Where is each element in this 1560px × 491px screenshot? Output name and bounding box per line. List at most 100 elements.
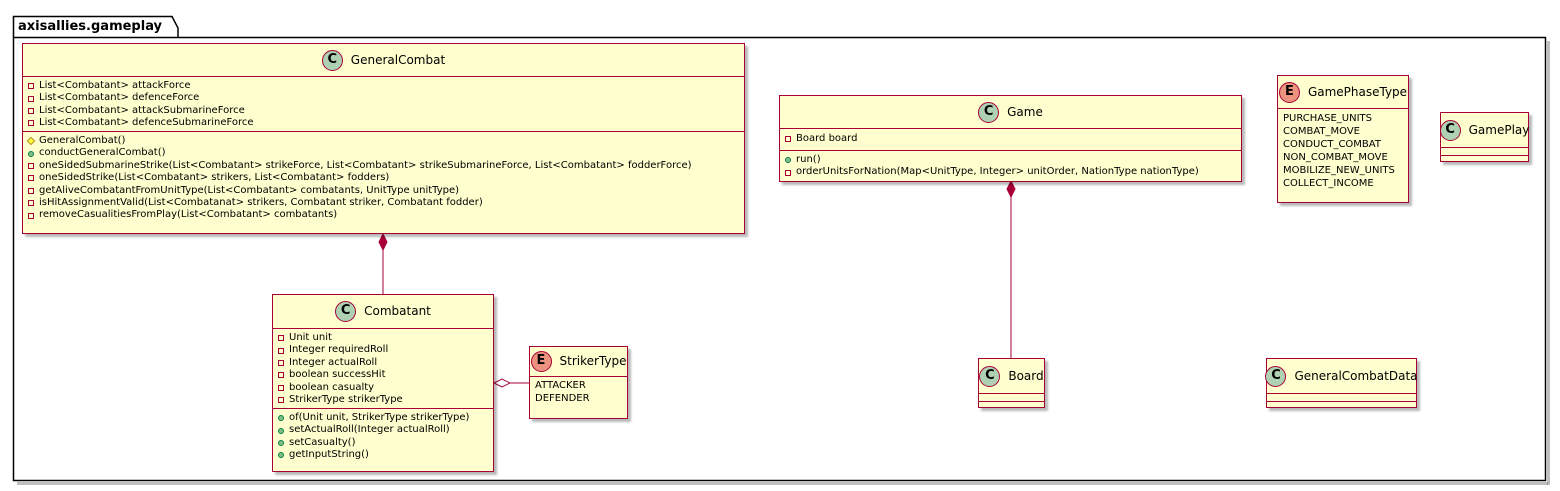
private-marker-icon bbox=[28, 175, 34, 182]
class-name: StrikerType bbox=[559, 354, 627, 369]
class-name: GamePhaseType bbox=[1307, 84, 1408, 99]
public-marker-icon bbox=[278, 415, 284, 422]
field: Integer actualRoll bbox=[278, 357, 488, 369]
fields-section bbox=[1267, 393, 1416, 401]
class-header: C Combatant bbox=[273, 295, 493, 328]
public-marker-icon bbox=[28, 150, 34, 157]
method: GeneralCombat() bbox=[26, 135, 739, 147]
private-marker-icon bbox=[28, 200, 34, 207]
fields-section: List<Combatant> attackForce List<Combata… bbox=[23, 76, 744, 131]
field: Unit unit bbox=[278, 332, 488, 344]
class-header: C GamePlay bbox=[1439, 113, 1530, 147]
enum-constant: ATTACKER bbox=[535, 380, 586, 391]
method: conductGeneralCombat() bbox=[28, 147, 739, 159]
enum-constant: MOBILIZE_NEW_UNITS bbox=[1283, 165, 1395, 176]
composition-diamond-icon bbox=[378, 232, 388, 252]
class-header: C Board bbox=[979, 359, 1044, 393]
package-label: axisallies.gameplay bbox=[18, 19, 163, 34]
private-marker-icon bbox=[785, 169, 791, 176]
method: removeCasualitiesFromPlay(List<Combatant… bbox=[28, 209, 739, 221]
public-marker-icon bbox=[278, 427, 284, 434]
class-gameplay[interactable]: C GamePlay bbox=[1439, 112, 1530, 162]
class-header: E GamePhaseType bbox=[1278, 76, 1408, 108]
class-name: Combatant bbox=[364, 304, 431, 319]
methods-section bbox=[979, 401, 1044, 402]
class-generalcombat[interactable]: C GeneralCombat List<Combatant> attackFo… bbox=[22, 43, 745, 234]
class-badge-icon: C bbox=[335, 301, 357, 322]
class-badge-icon: C bbox=[1265, 365, 1287, 387]
enum-constant: PURCHASE_UNITS bbox=[1283, 113, 1373, 124]
class-badge-icon: C bbox=[321, 49, 343, 71]
methods-section: run() orderUnitsForNation(Map<UnitType, … bbox=[780, 150, 1241, 182]
fields-section bbox=[1441, 147, 1528, 155]
enum-gamephasetype[interactable]: E GamePhaseType PURCHASE_UNITS COMBAT_MO… bbox=[1277, 75, 1409, 203]
private-marker-icon bbox=[278, 347, 284, 354]
methods-section bbox=[1441, 155, 1528, 156]
enum-strikertype[interactable]: E StrikerType ATTACKER DEFENDER bbox=[529, 346, 628, 419]
field: List<Combatant> attackSubmarineForce bbox=[28, 105, 739, 117]
private-marker-icon bbox=[28, 83, 34, 90]
class-header: C GeneralCombat bbox=[23, 44, 744, 76]
private-marker-icon bbox=[28, 107, 34, 114]
public-marker-icon bbox=[278, 452, 284, 459]
field: Integer requiredRoll bbox=[278, 344, 488, 356]
enum-constant: DEFENDER bbox=[535, 393, 590, 404]
relation-combatant-strikertype bbox=[492, 378, 529, 388]
method: oneSidedStrike(List<Combatant> strikers,… bbox=[28, 172, 739, 184]
private-marker-icon bbox=[278, 397, 284, 404]
class-name: GeneralCombat bbox=[350, 52, 446, 67]
private-marker-icon bbox=[28, 212, 34, 219]
field: boolean successHit bbox=[278, 369, 488, 381]
methods-section: of(Unit unit, StrikerType strikerType) s… bbox=[273, 408, 493, 465]
class-name: GamePlay bbox=[1468, 122, 1530, 137]
private-marker-icon bbox=[278, 384, 284, 391]
relation-generalcombat-combatant bbox=[378, 232, 388, 294]
private-marker-icon bbox=[785, 136, 791, 143]
method: of(Unit unit, StrikerType strikerType) bbox=[278, 412, 488, 424]
private-marker-icon bbox=[278, 335, 284, 342]
class-generalcombatdata[interactable]: C GeneralCombatData bbox=[1265, 358, 1418, 408]
method: oneSidedSubmarineStrike(List<Combatant> … bbox=[28, 160, 739, 172]
method: run() bbox=[785, 154, 1236, 166]
aggregation-diamond-icon bbox=[492, 378, 512, 388]
field: StrikerType strikerType bbox=[278, 394, 488, 406]
enum-constant: NON_COMBAT_MOVE bbox=[1283, 152, 1388, 163]
class-header: C Game bbox=[780, 96, 1241, 128]
private-marker-icon bbox=[278, 359, 284, 366]
class-header: E StrikerType bbox=[530, 347, 627, 376]
method: getInputString() bbox=[278, 449, 488, 461]
fields-section: Board board bbox=[780, 128, 1241, 150]
field: List<Combatant> attackForce bbox=[28, 80, 739, 92]
method: getAliveCombatantFromUnitType(List<Comba… bbox=[28, 185, 739, 197]
enum-constant: COLLECT_INCOME bbox=[1283, 178, 1374, 189]
class-badge-icon: C bbox=[1439, 119, 1461, 141]
relation-game-board bbox=[1006, 179, 1016, 358]
class-badge-icon: C bbox=[979, 365, 1001, 387]
class-combatant[interactable]: C Combatant Unit unit Integer requiredRo… bbox=[272, 294, 494, 472]
constants-section: ATTACKER DEFENDER bbox=[530, 376, 627, 409]
private-marker-icon bbox=[28, 120, 34, 127]
public-marker-icon bbox=[278, 439, 284, 446]
enum-constant: CONDUCT_COMBAT bbox=[1283, 139, 1381, 150]
constants-section: PURCHASE_UNITS COMBAT_MOVE CONDUCT_COMBA… bbox=[1278, 108, 1408, 194]
field: List<Combatant> defenceSubmarineForce bbox=[28, 117, 739, 129]
methods-section: GeneralCombat() conductGeneralCombat() o… bbox=[23, 131, 744, 225]
composition-diamond-icon bbox=[1006, 179, 1016, 199]
class-board[interactable]: C Board bbox=[978, 358, 1045, 408]
private-marker-icon bbox=[28, 95, 34, 102]
class-game[interactable]: C Game Board board run() orderUnitsForNa… bbox=[779, 95, 1242, 182]
class-name: GeneralCombatData bbox=[1294, 368, 1418, 383]
methods-section bbox=[1267, 401, 1416, 402]
method: setCasualty() bbox=[278, 437, 488, 449]
fields-section bbox=[979, 393, 1044, 401]
class-name: Game bbox=[1007, 104, 1043, 119]
method: setActualRoll(Integer actualRoll) bbox=[278, 424, 488, 436]
protected-marker-icon bbox=[26, 136, 36, 146]
field: List<Combatant> defenceForce bbox=[28, 92, 739, 104]
enum-badge-icon: E bbox=[1278, 81, 1300, 103]
class-badge-icon: C bbox=[978, 101, 1000, 123]
class-name: Board bbox=[1008, 368, 1044, 383]
private-marker-icon bbox=[28, 187, 34, 194]
private-marker-icon bbox=[278, 372, 284, 379]
